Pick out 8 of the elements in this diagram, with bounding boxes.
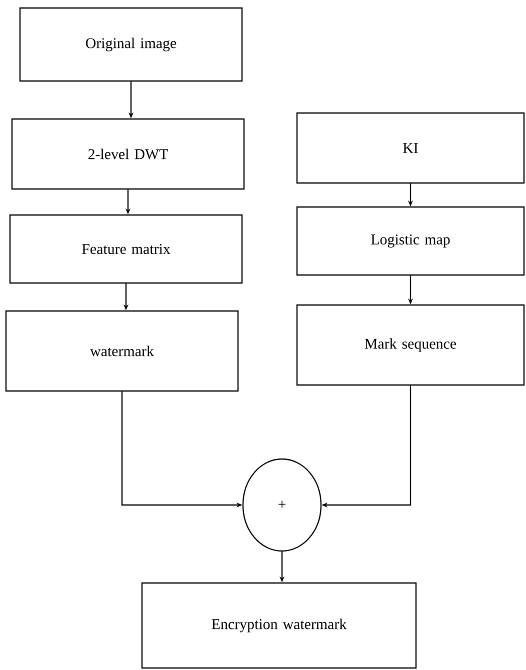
process-box: Feature matrix [9,214,243,284]
process-box: KI [296,112,525,184]
process-box: Logistic map [296,206,525,276]
process-box: Mark sequence [296,304,525,386]
process-box: 2-level DWT [11,118,245,190]
process-box: Original image [19,7,243,82]
process-box: watermark [5,310,239,392]
process-box: Encryption watermark [141,582,417,669]
